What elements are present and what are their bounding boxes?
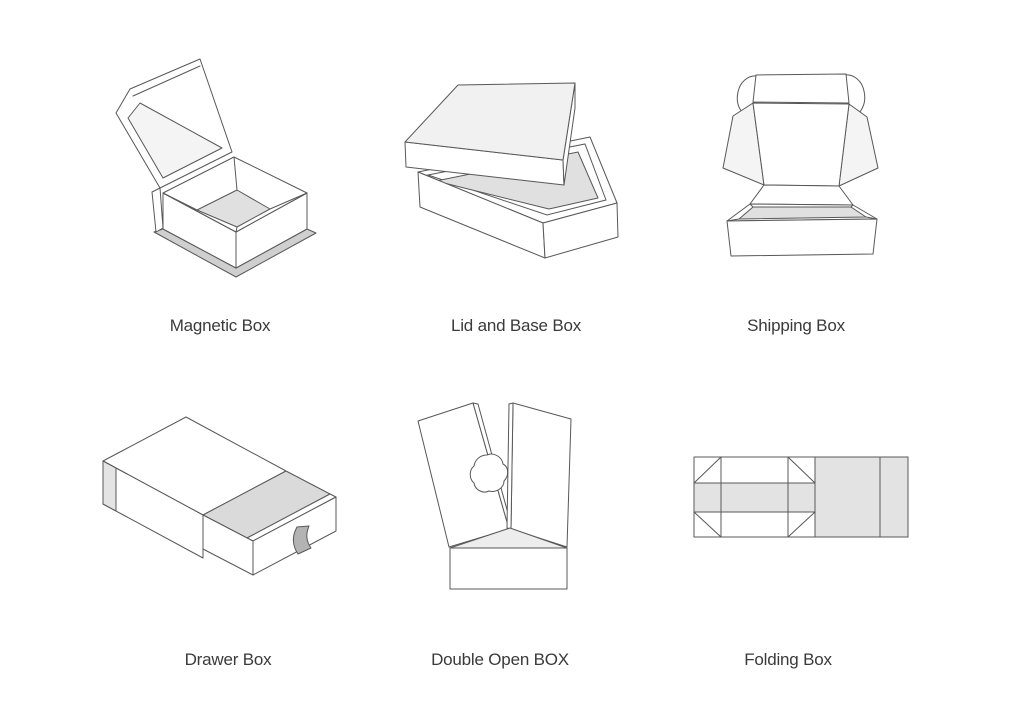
- figure-label-folding-box: Folding Box: [744, 650, 832, 669]
- shipping-interior-edge: [850, 204, 854, 208]
- lid-top-face: [404, 82, 576, 161]
- magnetic-interior-edge: [269, 192, 308, 210]
- right-door: [510, 402, 572, 548]
- sleeve-open-end: [102, 460, 117, 512]
- decor-knob: [469, 453, 509, 493]
- magnetic-lid-fold: [132, 65, 201, 97]
- folding-diagonal: [693, 456, 722, 484]
- double-open-box-illustration: [417, 402, 572, 590]
- figure-label-magnetic-box: Magnetic Box: [169, 316, 271, 335]
- folding-right-panel: [814, 456, 909, 538]
- magnetic-interior-edge: [162, 192, 198, 211]
- shipping-lid-panel: [752, 102, 850, 187]
- magnetic-spine: [151, 187, 164, 233]
- figure-label-drawer-box: Drawer Box: [184, 650, 272, 669]
- base-front-panel: [449, 547, 568, 590]
- drawer-pull-tab: [292, 525, 312, 555]
- figure-label-shipping-box: Shipping Box: [747, 316, 845, 335]
- shipping-back-wall: [749, 184, 854, 206]
- shipping-interior-floor: [738, 206, 867, 220]
- folding-diagonal: [693, 511, 722, 538]
- shipping-front-wall: [726, 218, 878, 257]
- base-front-right-wall: [542, 202, 619, 259]
- drawer-box-illustration: [102, 416, 337, 576]
- magnetic-interior-edge: [235, 226, 238, 233]
- folding-box-illustration: [693, 456, 909, 538]
- shipping-tuck-flap: [752, 73, 850, 104]
- magnetic-box-illustration: [115, 58, 317, 278]
- magnetic-lid-inner-panel: [127, 102, 223, 179]
- figure-label-lid-and-base-box: Lid and Base Box: [450, 316, 582, 335]
- lid-and-base-box-illustration: [404, 82, 619, 259]
- shipping-box-illustration: [722, 73, 879, 257]
- shipping-ear-right: [844, 74, 866, 113]
- magnetic-interior-edge: [233, 156, 238, 191]
- drawer-front-face: [202, 514, 254, 576]
- folding-diagonal: [787, 511, 816, 538]
- folding-middle-band: [693, 482, 816, 513]
- figure-label-double-open-box: Double Open BOX: [431, 650, 569, 669]
- folding-diagonal: [787, 456, 816, 484]
- shipping-interior-edge: [749, 203, 754, 208]
